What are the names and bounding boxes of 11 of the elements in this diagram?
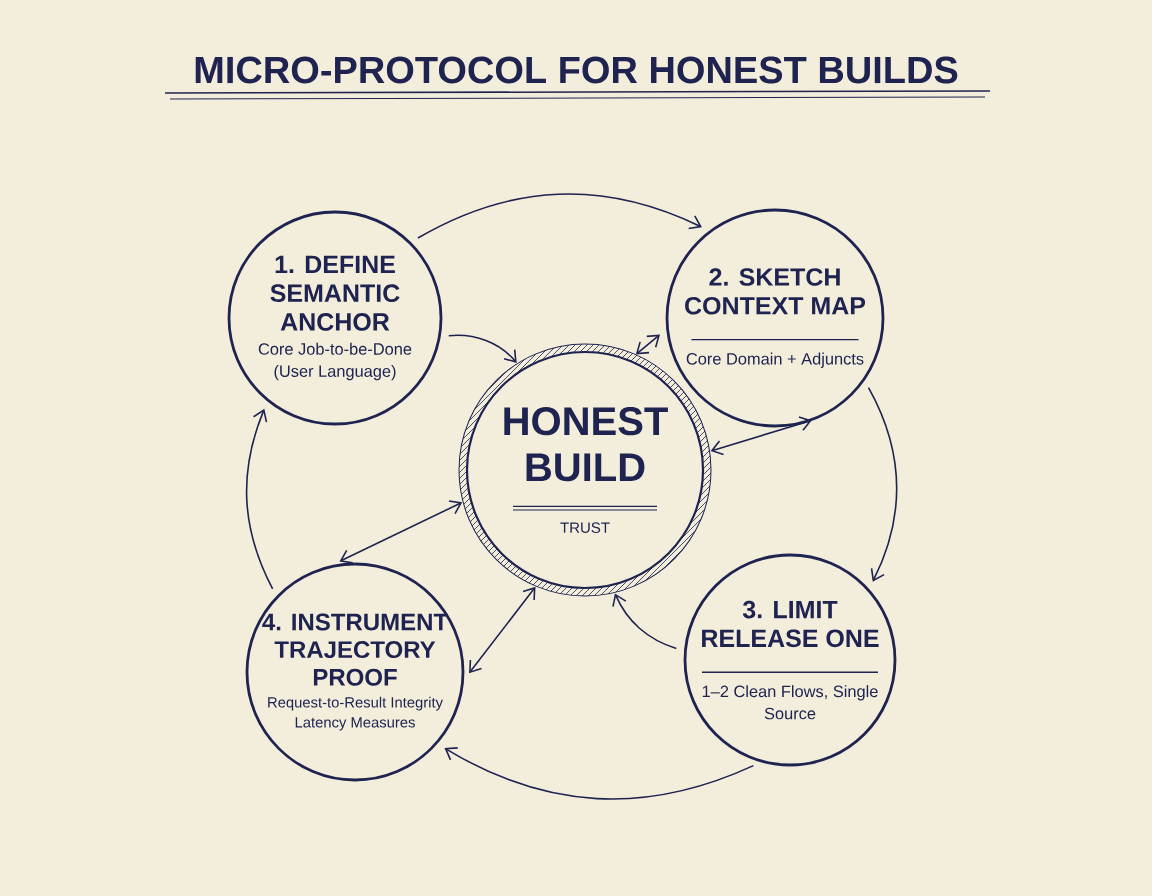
heading: MICRO-PROTOCOL FOR HONEST BUILDS [195, 56, 958, 84]
arrow [469, 586, 536, 674]
arrow [245, 408, 274, 590]
arrow [339, 500, 463, 564]
arrow [444, 747, 755, 800]
arrow [710, 416, 812, 456]
arrow [635, 334, 661, 355]
arrow [612, 593, 678, 650]
arrow [447, 334, 517, 363]
arrow [867, 386, 898, 582]
arrow [417, 193, 702, 239]
